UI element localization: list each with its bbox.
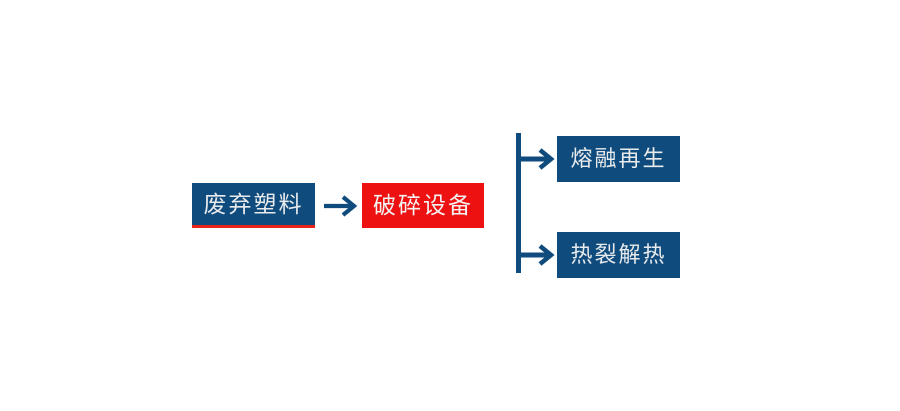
node-branch-0-label: 熔融再生 [570,146,667,171]
node-branch-pyrolysis-heat[interactable]: 热裂解热 [557,232,680,278]
node-branch-1-label: 热裂解热 [570,242,667,267]
node-branch-melt-regeneration[interactable]: 熔融再生 [557,136,680,182]
node-process-label: 破碎设备 [373,192,473,218]
split-bracket-icon [516,133,555,273]
node-source-waste-plastic[interactable]: 废弃塑料 [192,183,315,228]
arrow-right-icon [324,195,358,217]
node-process-crushing-equipment[interactable]: 破碎设备 [362,183,484,228]
node-source-label: 废弃塑料 [203,190,304,217]
